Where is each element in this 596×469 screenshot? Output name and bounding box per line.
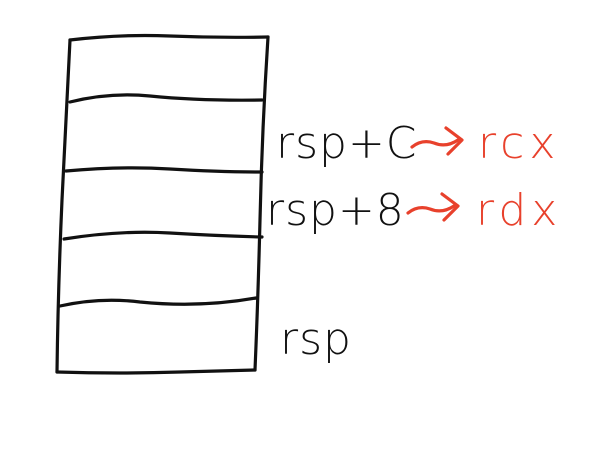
stack-top-edge xyxy=(68,33,270,42)
label-rsp-plus-c: rsp+C xyxy=(276,118,418,169)
stack-dividers xyxy=(58,93,264,308)
label-rsp-plus-8: rsp+8 xyxy=(266,185,405,236)
stack-right-edge xyxy=(253,35,270,372)
stack-slot-divider xyxy=(58,296,258,308)
label-rcx: rcx xyxy=(478,118,560,169)
stack-left-edge xyxy=(55,38,72,374)
arrow-to-rdx xyxy=(406,192,460,222)
stack-slot-divider xyxy=(62,230,264,241)
label-rdx: rdx xyxy=(476,185,562,236)
stack-box xyxy=(55,33,270,375)
stack-slot-divider xyxy=(68,93,264,104)
arrow-to-rcx xyxy=(410,126,464,156)
stack-bottom-edge xyxy=(55,368,257,375)
stack-slot-divider xyxy=(64,166,264,174)
label-rsp: rsp xyxy=(280,314,352,365)
